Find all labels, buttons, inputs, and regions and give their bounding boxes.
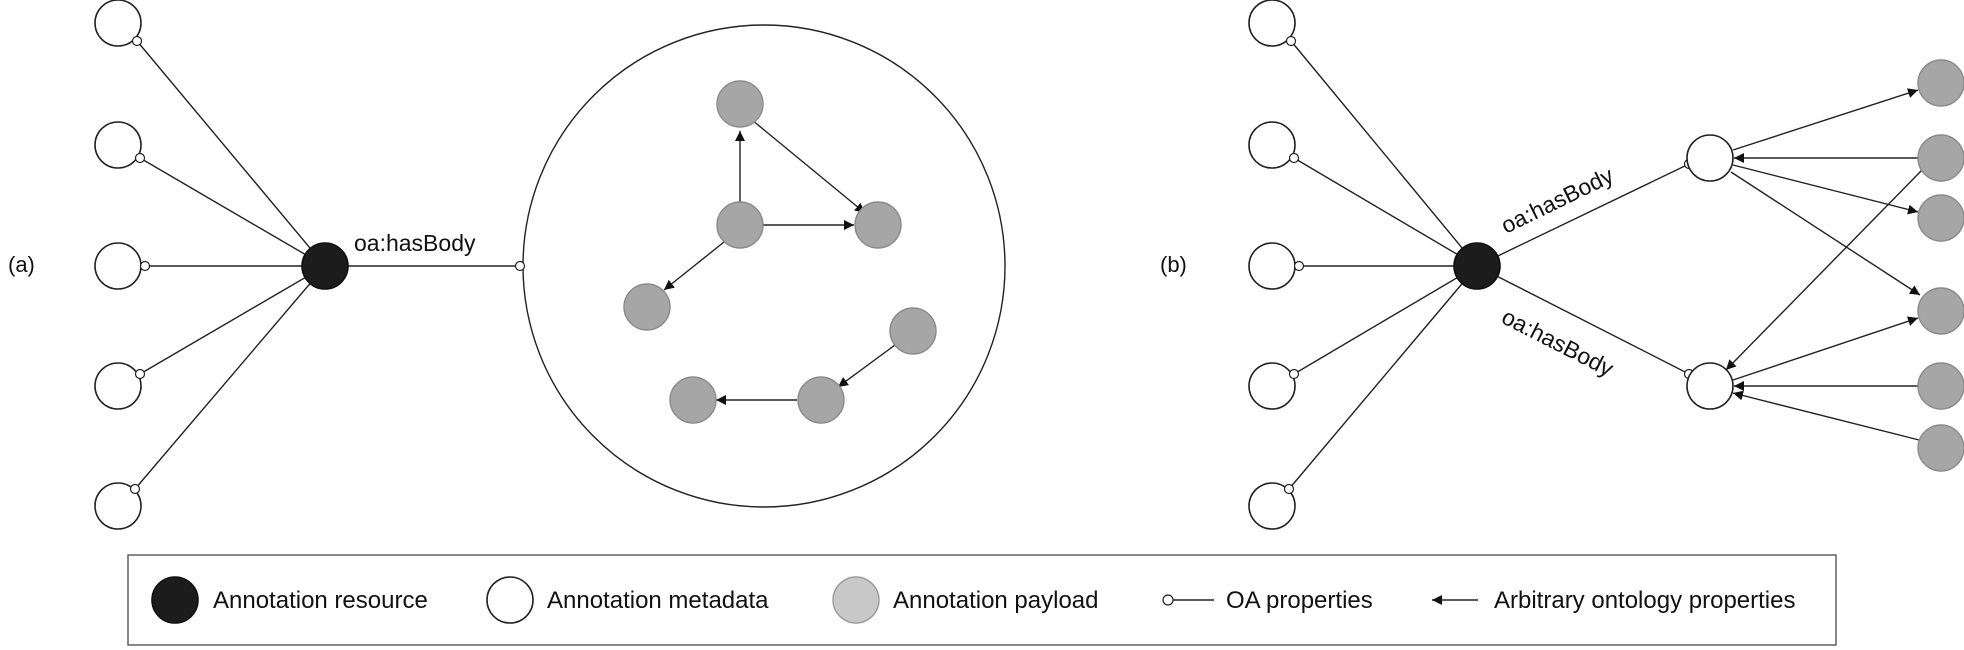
panel-a-payload-nodes (623, 80, 937, 424)
payload-node (1917, 424, 1964, 472)
legend-oa-properties-label: OA properties (1226, 587, 1373, 614)
oa-property-port (139, 260, 151, 272)
body-node-upper (1686, 134, 1734, 182)
payload-node (1917, 59, 1964, 107)
legend-oa-property-icon (1162, 594, 1214, 606)
payload-node (716, 80, 764, 128)
panel-a-oa-ports (129, 35, 151, 495)
metadata-node (94, 242, 142, 290)
payload-node (669, 376, 717, 424)
legend-resource-label: Annotation resource (213, 587, 428, 614)
panel-a-label: (a) (8, 252, 35, 277)
oa-property-port (1288, 368, 1300, 380)
oa-property-port (129, 483, 141, 495)
legend-ontology-properties-label: Arbitrary ontology properties (1494, 587, 1795, 614)
payload-node (1917, 194, 1964, 242)
oa-property-port (1293, 260, 1305, 272)
panel-b-payload-edges (1725, 88, 1923, 441)
metadata-node (1248, 0, 1296, 47)
oa-property-port (514, 260, 526, 272)
payload-node (623, 283, 671, 331)
payload-node (1917, 362, 1964, 410)
has-body-label-lower: oa:hasBody (1498, 303, 1618, 382)
oa-property-port (131, 35, 143, 47)
legend-metadata-icon (486, 576, 534, 624)
legend-box (127, 554, 1837, 646)
has-body-label: oa:hasBody (354, 230, 476, 256)
legend-resource-icon (151, 576, 199, 624)
legend-payload-label: Annotation payload (893, 587, 1099, 614)
metadata-node (94, 482, 142, 530)
panel-b-payload-nodes (1917, 59, 1964, 472)
panel-a-metadata-nodes (94, 0, 142, 530)
payload-node (1917, 287, 1964, 335)
oa-property-port (1283, 483, 1295, 495)
payload-node (854, 201, 902, 249)
oa-property-port (1285, 35, 1297, 47)
metadata-node (1248, 242, 1296, 290)
metadata-node (94, 121, 142, 169)
panel-a-metadata-edges (134, 40, 520, 490)
legend: Annotation resource Annotation metadata … (127, 554, 1837, 646)
payload-node (797, 376, 845, 424)
metadata-node (1248, 482, 1296, 530)
annotation-resource-node (301, 242, 349, 290)
body-container-circle (522, 24, 1006, 508)
metadata-node (1248, 121, 1296, 169)
payload-node (889, 307, 937, 355)
panel-b: (b) oa:hasBody oa:h (1160, 0, 1964, 530)
oa-property-port (134, 152, 146, 164)
panel-b-metadata-nodes (1248, 0, 1296, 530)
legend-metadata-label: Annotation metadata (547, 587, 769, 614)
annotation-resource-node (1453, 242, 1501, 290)
oa-property-port (134, 368, 146, 380)
payload-node (716, 201, 764, 249)
panel-b-metadata-edges (1288, 40, 1690, 490)
panel-a: (a) oa:hasBody (8, 0, 1006, 530)
metadata-node (1248, 362, 1296, 410)
panel-a-payload-edges (663, 119, 896, 405)
metadata-node (94, 0, 142, 47)
payload-node (1917, 134, 1964, 182)
oa-property-port (1288, 152, 1300, 164)
body-node-lower (1686, 362, 1734, 410)
metadata-node (94, 362, 142, 410)
legend-payload-icon (832, 576, 880, 624)
panel-b-label: (b) (1160, 252, 1187, 277)
